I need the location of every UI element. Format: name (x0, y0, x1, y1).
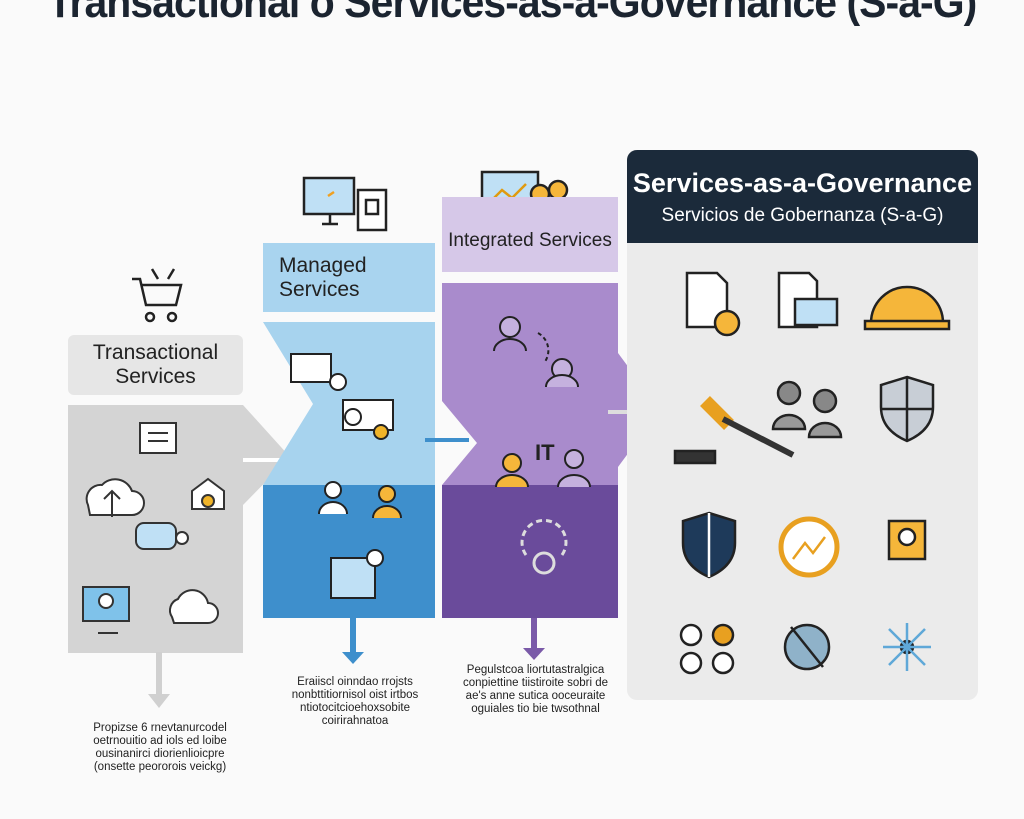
invoice-icon (685, 271, 741, 337)
caption-line: (onsette peororois veickg) (93, 761, 227, 773)
governance-icon-grid (673, 271, 951, 675)
trend-circle-icon (778, 516, 840, 578)
monitor-document-icon (302, 176, 388, 232)
caption-line: Propizse 6 rnevtanurcodel (93, 722, 227, 734)
managed-services-panel (263, 322, 469, 618)
gavel-icon (673, 396, 795, 465)
header-label: Managed Services (279, 253, 367, 301)
transactional-services-panel (68, 405, 290, 653)
it-badge: IT (535, 440, 555, 465)
shopping-cart-icon (132, 268, 183, 323)
caption-line: ousinanirci diorienlioicpre (95, 748, 225, 760)
header-label: Services-as-a-Governance (632, 168, 973, 198)
header-sublabel: Servicios de Gobernanza (S-a-G) (661, 205, 944, 226)
governance-header: Services-as-a-Governance Servicios de Go… (627, 150, 978, 243)
caption-line: ae's anne sutica ooceuraite (465, 690, 606, 702)
integrated-services-header: Integrated Services (442, 197, 618, 272)
caption-line: oguiales tio bie twsothnal (471, 703, 600, 715)
shield-icon (879, 375, 935, 443)
caption-line: coirirahnatoa (321, 715, 389, 727)
compass-tool-icon (783, 623, 831, 671)
caption-line: conpiettine tiistiroite sobri de (462, 677, 609, 689)
people-icon (771, 380, 843, 439)
warning-sign-icon (887, 519, 927, 561)
caption-line: ntiotocitcioehoxsobite (300, 702, 410, 714)
header-label: Integrated Services (448, 229, 612, 251)
id-document-icon (777, 271, 839, 329)
shield-icon (681, 511, 737, 579)
network-flower-icon (883, 623, 931, 671)
governance-panel: Services-as-a-Governance Servicios de Go… (627, 150, 978, 700)
transactional-services-header: Transactional Services (68, 335, 243, 395)
caption-line: Eraiiscl oinndao rrojsts (297, 676, 413, 688)
caption-line: oetrnouitio ad iols ed loibe (93, 735, 227, 747)
hard-hat-icon (863, 285, 951, 331)
page-title: Transactional o Services-as-a-Governance… (47, 0, 978, 27)
caption-line: nonbttitiornisol oist irtbos (291, 689, 419, 701)
integrated-services-panel (442, 283, 660, 618)
down-arrow-icon (342, 618, 364, 664)
caption-line: Pegulstcoa liortutastralgica (466, 664, 605, 676)
down-arrow-icon (148, 652, 170, 708)
down-arrow-icon (523, 618, 545, 660)
header-label: Transactional Services (92, 341, 219, 388)
people-circles-icon (679, 623, 735, 675)
managed-services-header: Managed Services (263, 243, 435, 312)
